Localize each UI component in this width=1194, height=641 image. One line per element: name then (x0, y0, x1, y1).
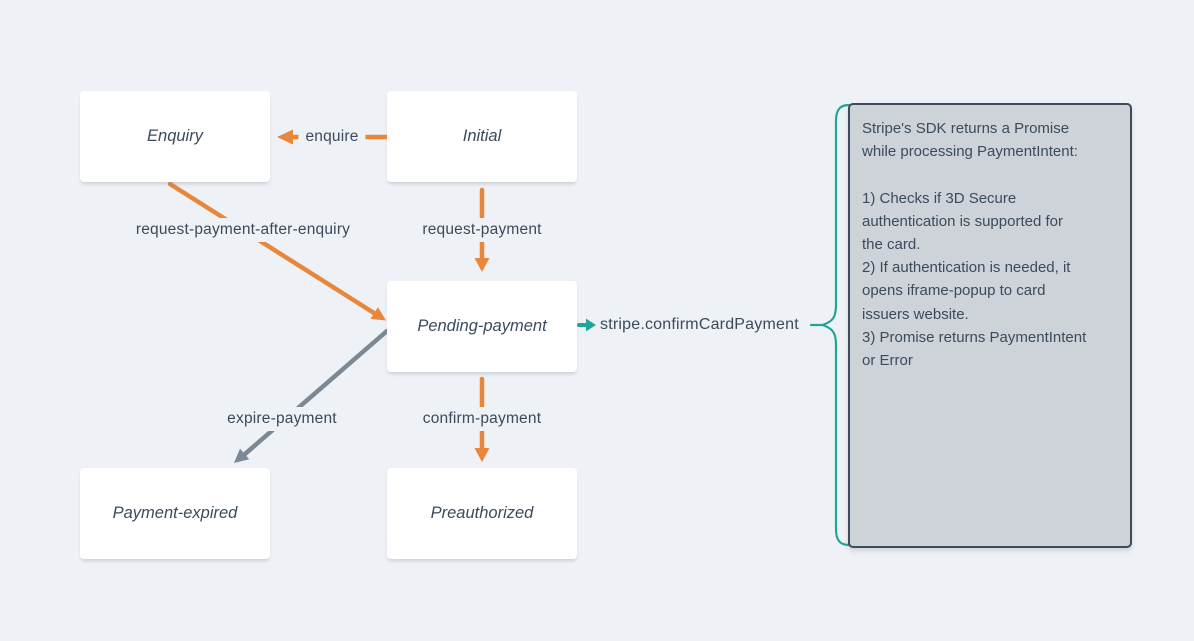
edge-label-request-payment: request-payment (415, 218, 549, 242)
expire-payment-arrow (234, 328, 390, 463)
request-payment-after-enquiry-arrow (167, 181, 386, 321)
note-line: opens iframe-popup to card (862, 282, 1046, 300)
note-line: Stripe's SDK returns a Promise (862, 120, 1070, 137)
node-initial-label: Initial (462, 127, 502, 145)
node-pending-payment: Pending-payment (387, 281, 577, 372)
node-preauthorized: Preauthorized (387, 468, 577, 559)
edge-label-expire-payment: expire-payment (220, 407, 344, 431)
callout-label: stripe.confirmCardPayment (600, 316, 799, 333)
note-line: or Error (862, 352, 913, 370)
edge-label-enquire: enquire (298, 125, 366, 149)
edge-label-request-payment-after-enquiry: request-payment-after-enquiry (128, 218, 358, 242)
node-initial: Initial (387, 91, 577, 182)
note-line (862, 163, 1118, 186)
node-pending-payment-label: Pending-payment (417, 317, 547, 335)
edge-label-confirm-payment: confirm-payment (415, 407, 549, 431)
note-line: 3) Promise returns PaymentIntent (862, 328, 1087, 346)
node-payment-expired-label: Payment-expired (112, 504, 238, 522)
note-line: authentication is supported for (862, 212, 1063, 230)
annotation-brace (821, 103, 851, 547)
callout-arrow-icon (577, 318, 596, 332)
note-line: 2) If authentication is needed, it (862, 259, 1071, 277)
note-line: issuers website. (862, 305, 969, 323)
node-payment-expired: Payment-expired (80, 468, 270, 559)
node-preauthorized-label: Preauthorized (430, 504, 534, 522)
note-line: the card. (862, 236, 921, 253)
node-enquiry-label: Enquiry (147, 127, 203, 145)
node-enquiry: Enquiry (80, 91, 270, 182)
note-box: Stripe's SDK returns a Promise while pro… (848, 103, 1132, 548)
note-line: while processing PaymentIntent: (862, 143, 1078, 161)
note-line: 1) Checks if 3D Secure (862, 189, 1017, 207)
